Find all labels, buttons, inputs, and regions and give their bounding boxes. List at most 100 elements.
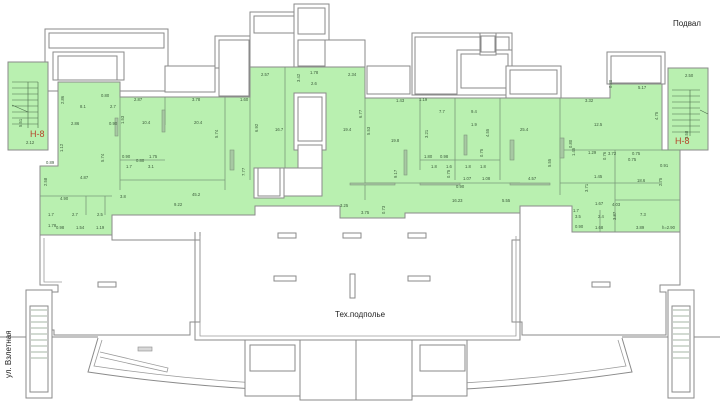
- dimension-label: 5.51: [18, 118, 23, 127]
- dimension-label: 0.75: [446, 169, 451, 178]
- dimension-label: 5.17: [638, 85, 647, 90]
- dimension-label: 0.80: [568, 139, 573, 148]
- dimension-label: 1.19: [419, 97, 428, 102]
- dimension-label: 4.57: [528, 176, 537, 181]
- dimension-label: 1.45: [571, 147, 576, 156]
- dimension-label: 3.72: [608, 151, 617, 156]
- dimension-label: 10.4: [142, 120, 151, 125]
- dimension-label: 2.4: [598, 214, 604, 219]
- dimension-label: 0.90: [575, 224, 584, 229]
- dimension-label: 2.6: [311, 81, 317, 86]
- dimension-label: 1.78: [310, 70, 319, 75]
- dimension-label: 0.80: [101, 93, 110, 98]
- dimension-label: 9.22: [174, 202, 183, 207]
- dimension-label: 0.75: [632, 151, 641, 156]
- dimension-label: 16.7: [275, 127, 284, 132]
- dimension-label: 5.74: [214, 129, 219, 138]
- dimension-label: 3.58: [684, 130, 689, 139]
- dimension-label: 0.80: [136, 158, 145, 163]
- dimension-label: h=2.90: [662, 225, 676, 230]
- floor-title: Подвал: [673, 19, 701, 28]
- dimension-label: 3.78: [192, 97, 201, 102]
- dimension-label: 0.73: [381, 205, 386, 214]
- left-stair: [11, 81, 39, 128]
- dimension-label: 2.87: [134, 97, 143, 102]
- dimension-label: 1.08: [482, 176, 491, 181]
- section-label: Тех.подполье: [335, 310, 386, 319]
- dimension-label: 2.75: [658, 177, 663, 186]
- dimension-label: 3.75: [361, 210, 370, 215]
- dimension-label: 4.90: [60, 196, 69, 201]
- dimension-label: 9.4: [471, 109, 477, 114]
- dimension-label: 12.5: [594, 122, 603, 127]
- dimension-label: 1.8: [480, 164, 486, 169]
- dimension-label: 0.75: [479, 148, 484, 157]
- dimension-label: 1.7: [126, 164, 132, 169]
- dimension-label: 3.89: [636, 225, 645, 230]
- dimension-label: 5.74: [100, 153, 105, 162]
- dimension-label: 1.67: [595, 201, 604, 206]
- dimension-label: 7.7: [439, 109, 445, 114]
- dimension-label: 1.12: [59, 143, 64, 152]
- dimension-label: 1.54: [76, 225, 85, 230]
- dimension-label: 1.29: [588, 150, 597, 155]
- outer-stairs: [25, 289, 695, 399]
- dimension-label: 8.1: [80, 104, 86, 109]
- dimension-label: 1.8: [431, 164, 437, 169]
- dimension-label: 0.76: [602, 151, 607, 160]
- stair-label-right: Н-8: [675, 136, 690, 146]
- dimension-label: 4.03: [612, 202, 621, 207]
- dimension-label: 1.8: [465, 164, 471, 169]
- dimension-label: 2.58: [43, 177, 48, 186]
- dimension-label: 1.78: [48, 223, 57, 228]
- dimension-label: 0.90: [109, 121, 118, 126]
- dimension-label: 0.90: [122, 154, 131, 159]
- central-shaft: [253, 92, 327, 199]
- green-area: [7, 61, 709, 236]
- dimension-label: 7.3: [640, 212, 646, 217]
- dimension-label: 1.7: [573, 208, 579, 213]
- partitions: [114, 109, 565, 186]
- dimension-label: 3.71: [584, 183, 589, 192]
- dimension-label: 5.55: [502, 198, 511, 203]
- dimension-label: 2.86: [71, 121, 80, 126]
- dimension-label: 1.60: [240, 97, 249, 102]
- dimension-label: 18.6: [637, 178, 646, 183]
- dimension-label: 2.5: [97, 212, 103, 217]
- dimension-label: 2.50: [685, 73, 694, 78]
- dimension-label: 3.87: [612, 211, 617, 220]
- dimension-label: 5.53: [366, 126, 371, 135]
- dimension-label: 20.4: [194, 120, 203, 125]
- dimension-label: 0.89: [46, 160, 55, 165]
- dimension-label: 4.55: [485, 128, 490, 137]
- dimension-label: 19.8: [391, 138, 400, 143]
- top-structures: [44, 3, 666, 99]
- dimension-label: 16.23: [452, 198, 463, 203]
- dimension-label: 2.12: [26, 140, 35, 145]
- dimension-label: 0.90: [456, 184, 465, 189]
- dimension-label: 3.5: [575, 214, 581, 219]
- dimension-label: 5.55: [547, 158, 552, 167]
- dimension-label: 3.25: [340, 203, 349, 208]
- dimension-label: 1.7: [48, 212, 54, 217]
- dimension-label: 0.91: [660, 163, 669, 168]
- dimension-label: 1.75: [149, 154, 158, 159]
- dimension-label: 19.4: [343, 127, 352, 132]
- dimension-label: 1.53: [120, 115, 125, 124]
- dimension-label: 1.80: [424, 154, 433, 159]
- dimension-label: 3.32: [585, 98, 594, 103]
- dimension-label: 25.4: [520, 127, 529, 132]
- dimension-label: 2.57: [261, 72, 270, 77]
- dimension-label: 1.07: [463, 176, 472, 181]
- dimension-label: 2.7: [72, 212, 78, 217]
- stair-label-left: Н-8: [30, 129, 45, 139]
- dimension-label: 4.87: [80, 175, 89, 180]
- curved-facade: [0, 336, 720, 401]
- dimension-label: 2.86: [60, 95, 65, 104]
- dimension-label: 3.42: [296, 73, 301, 82]
- dimension-label: 1.6: [446, 164, 452, 169]
- dimension-label: 1.19: [96, 225, 105, 230]
- dimension-label: 3.21: [424, 129, 429, 138]
